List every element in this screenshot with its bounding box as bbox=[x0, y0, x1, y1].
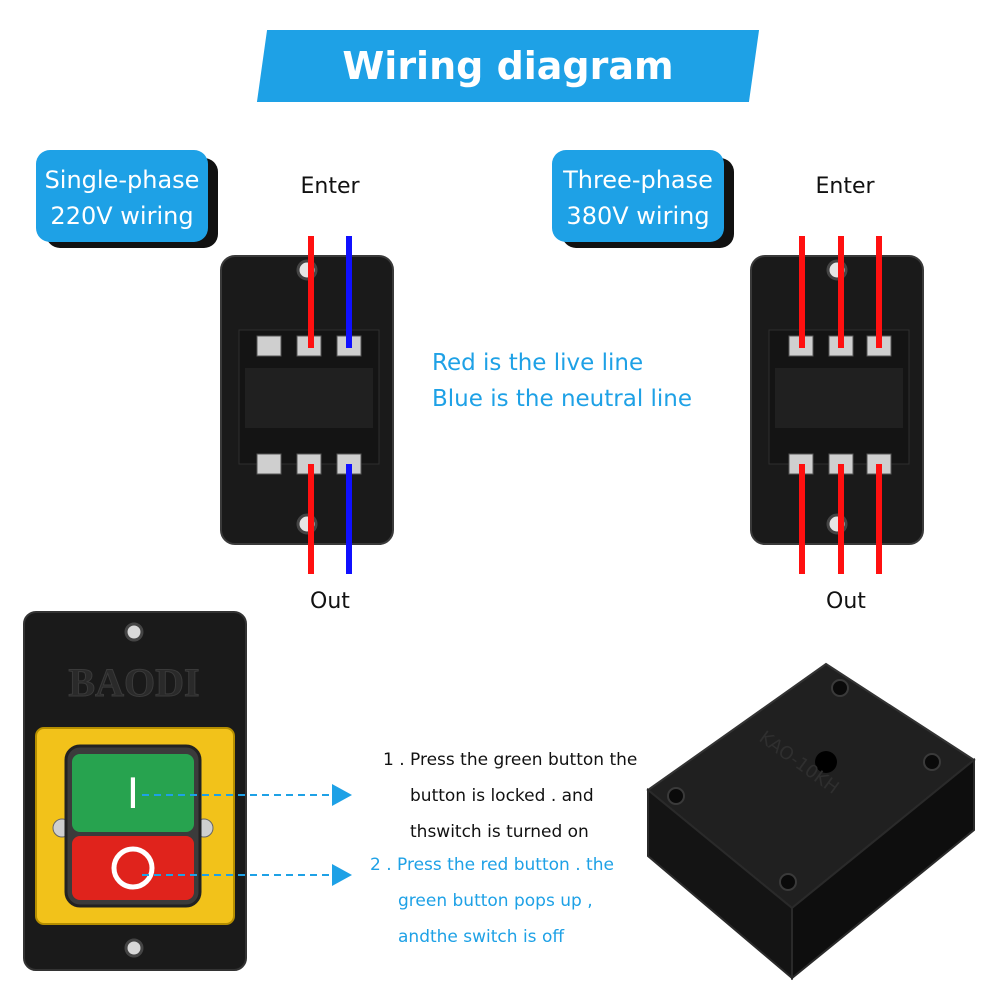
single-phase-tag: Single-phase 220V wiring bbox=[36, 150, 218, 248]
on-symbol-icon: I bbox=[127, 769, 139, 818]
step2-line2: green button pops up , bbox=[398, 891, 593, 911]
off-symbol-icon bbox=[111, 846, 155, 890]
three-phase-out-label: Out bbox=[826, 589, 866, 614]
single-phase-out-label: Out bbox=[310, 589, 350, 614]
three-phase-tag-line2: 380V wiring bbox=[566, 202, 710, 230]
single-phase-tag-line2: 220V wiring bbox=[50, 202, 194, 230]
three-phase-terminal-diagram bbox=[750, 236, 924, 574]
red-off-button[interactable] bbox=[72, 836, 194, 900]
arrow-to-step1-head-icon bbox=[332, 784, 352, 806]
corner-screw-right-icon bbox=[923, 753, 941, 771]
corner-screw-bottom-icon bbox=[779, 873, 797, 891]
step1-line2: button is locked . and bbox=[410, 786, 594, 806]
title-banner: Wiring diagram bbox=[256, 30, 760, 102]
brand-emboss: BAODI bbox=[68, 660, 199, 705]
step1-line3: thswitch is turned on bbox=[410, 822, 589, 842]
enclosure-right-face bbox=[791, 757, 975, 981]
step2-line3: andthe switch is off bbox=[398, 927, 565, 947]
three-phase-tag: Three-phase 380V wiring bbox=[552, 150, 734, 248]
push-button-switch: BAODI I bbox=[23, 611, 247, 971]
corner-screw-left-icon bbox=[667, 787, 685, 805]
single-phase-tag-line1: Single-phase bbox=[44, 166, 200, 194]
three-phase-tag-line1: Three-phase bbox=[563, 166, 713, 194]
step2-line1: 2 . Press the red button . the bbox=[370, 855, 614, 875]
terminal-housing bbox=[220, 255, 394, 545]
terminal-housing bbox=[750, 255, 924, 545]
corner-screw-top-icon bbox=[831, 679, 849, 697]
terminal-screws bbox=[788, 335, 892, 475]
arrow-to-step2-head-icon bbox=[332, 864, 352, 886]
page-title: Wiring diagram bbox=[342, 44, 674, 88]
legend-live-line: Red is the live line bbox=[432, 350, 644, 376]
bottom-mount-screw-icon bbox=[124, 938, 144, 958]
instruction-arrows bbox=[142, 784, 352, 886]
legend-neutral-line: Blue is the neutral line bbox=[432, 386, 693, 412]
cable-hole-icon bbox=[815, 751, 837, 773]
single-phase-terminal-diagram bbox=[220, 236, 394, 574]
top-mount-screw-icon bbox=[124, 622, 144, 642]
step1-line1: 1 . Press the green button the bbox=[383, 750, 638, 770]
green-on-button[interactable] bbox=[72, 754, 194, 832]
switch-enclosure-back: KAO-10KH bbox=[646, 662, 976, 981]
three-phase-enter-label: Enter bbox=[815, 174, 875, 199]
single-phase-enter-label: Enter bbox=[300, 174, 360, 199]
